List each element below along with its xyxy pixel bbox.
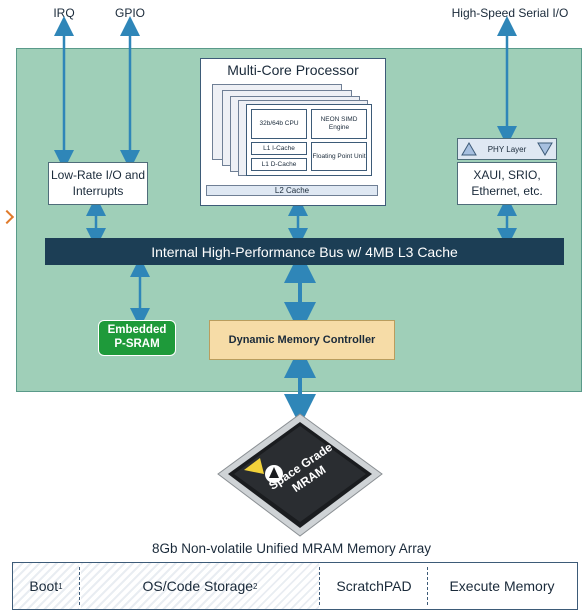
internal-bus: Internal High-Performance Bus w/ 4MB L3 …: [45, 238, 564, 265]
divider-2: [319, 567, 320, 605]
hs-serial-label: High-Speed Serial I/O: [451, 6, 569, 20]
segment-boot-sup: 1: [58, 581, 63, 591]
triangle-down-icon: [537, 142, 553, 156]
low-rate-io-box: Low-Rate I/O and Interrupts: [48, 162, 148, 205]
processor-title: Multi-Core Processor: [227, 62, 359, 78]
segment-execute: Execute Memory: [429, 563, 575, 609]
segment-scratchpad: ScratchPAD: [321, 563, 427, 609]
psram-line2: P-SRAM: [114, 338, 160, 350]
divider-3: [427, 567, 428, 605]
segment-boot-label: Boot: [29, 578, 59, 594]
fpu-cell: Floating Point Unit: [311, 142, 367, 171]
segment-os-sup: 2: [253, 581, 258, 591]
phy-layer-box: PHY Layer: [457, 138, 557, 160]
divider-1: [79, 567, 80, 605]
embedded-psram: Embedded P-SRAM: [98, 320, 176, 356]
l2-cache: L2 Cache: [206, 185, 378, 196]
segment-execute-label: Execute Memory: [449, 578, 555, 594]
l1-icache-cell: L1 I-Cache: [251, 142, 307, 155]
mram-chip: Space Grade MRAM: [216, 412, 384, 538]
l1-dcache-cell: L1 D-Cache: [251, 158, 307, 171]
segment-scratchpad-label: ScratchPAD: [336, 578, 412, 594]
phy-layer-label: PHY Layer: [487, 144, 527, 154]
segment-os-label: OS/Code Storage: [142, 578, 254, 594]
serial-protocols-box: XAUI, SRIO, Ethernet, etc.: [457, 162, 557, 205]
psram-line1: Embedded: [107, 324, 167, 337]
array-title: 8Gb Non-volatile Unified MRAM Memory Arr…: [151, 541, 432, 556]
core-front: 32b/64b CPU NEON SIMD Engine L1 I-Cache …: [246, 104, 372, 176]
cpu-cell: 32b/64b CPU: [251, 109, 307, 139]
dynamic-memory-controller: Dynamic Memory Controller: [209, 320, 395, 360]
neon-cell: NEON SIMD Engine: [311, 109, 367, 139]
triangle-up-icon: [461, 142, 477, 156]
